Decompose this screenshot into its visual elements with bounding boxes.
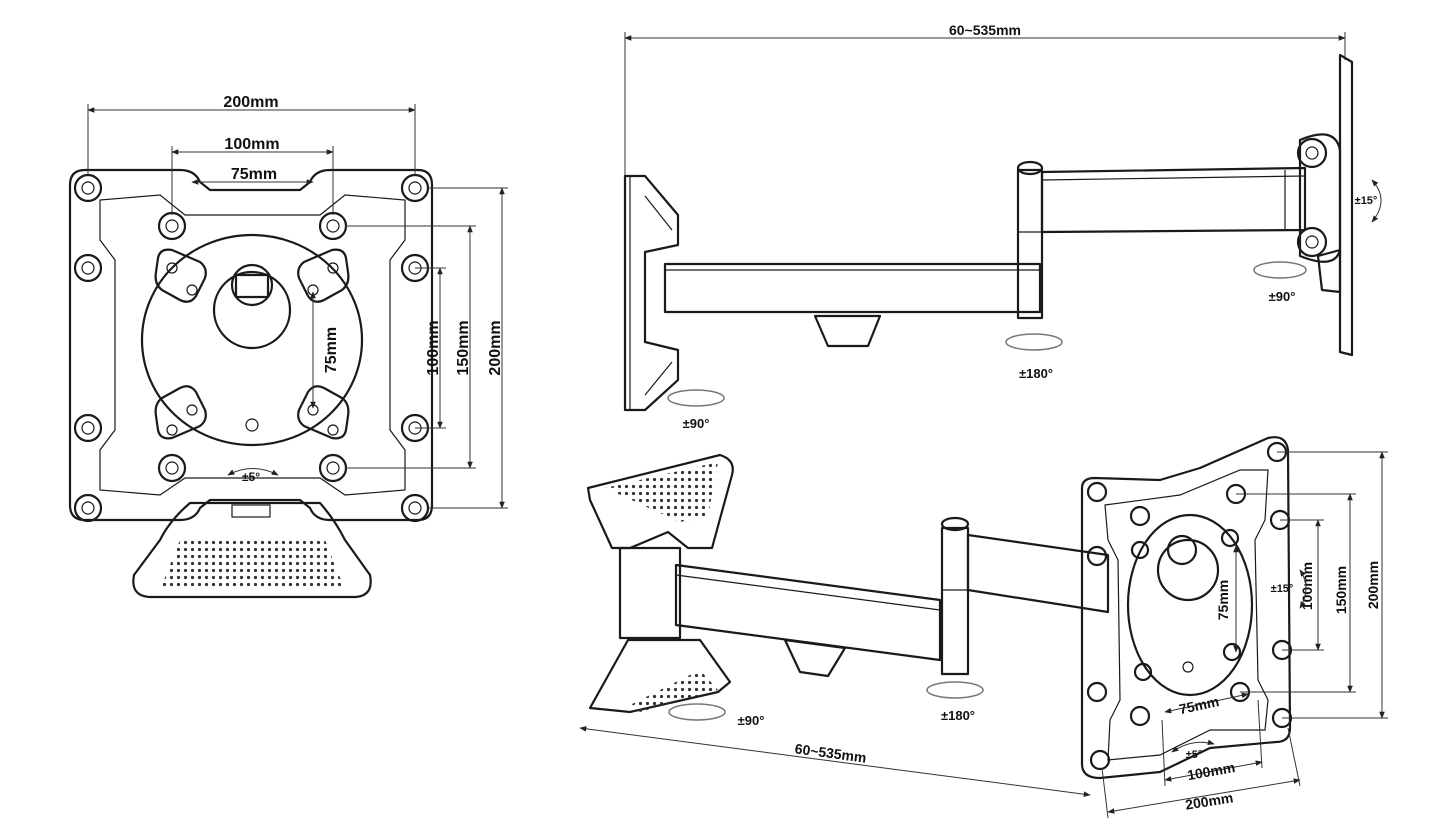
bracket-bottom: [588, 638, 732, 714]
dim-150mm-vertical: 150mm: [455, 320, 472, 375]
rot-wall-iso: ±90°: [738, 713, 765, 728]
reach-dim-iso: 60~535mm: [794, 740, 867, 765]
mount-lug: [154, 248, 207, 303]
elbow-joint: [1016, 168, 1044, 320]
dim-200mm-vertical: 200mm: [487, 320, 504, 375]
hub-ring: [140, 233, 364, 447]
base-clip: [231, 504, 271, 518]
dim-100mm: 100mm: [224, 136, 279, 153]
hub-boss: [230, 263, 274, 307]
rotation-ellipse: [1005, 333, 1063, 351]
lower-arm-side: [663, 262, 1042, 314]
head-knob-bottom: [1296, 226, 1328, 258]
hub-slot: [234, 273, 270, 299]
vesa-plate-iso: [1080, 436, 1292, 780]
reach-dim: 60~535mm: [949, 22, 1021, 38]
rot-head-side: ±90°: [1269, 289, 1296, 304]
swivel-5-iso: ±5°: [1186, 749, 1203, 761]
side-view: 60~535mm ±15° ±90° ±180° ±9: [623, 22, 1382, 431]
tilt-15-iso: ±15°: [1271, 583, 1294, 595]
rot-arm-iso: ±180°: [941, 708, 975, 723]
plate-200mm: 200mm: [1365, 561, 1381, 609]
bottom-200mm: 200mm: [1184, 789, 1234, 812]
cable-clip: [813, 314, 882, 348]
iso-view: ±90° ±180° 60~535mm 75mm 100mm 15: [579, 436, 1388, 819]
rotation-ellipse: [667, 389, 725, 407]
plate-150mm: 150mm: [1333, 566, 1349, 614]
plate-100mm: 100mm: [1299, 562, 1315, 610]
wall-base: [132, 501, 372, 599]
elbow-iso: [940, 526, 970, 676]
hub-iso: [1156, 538, 1220, 602]
dim-75mm-vertical: 75mm: [323, 327, 340, 373]
bracket-grille-top: [605, 462, 718, 522]
lower-arm-iso: [674, 563, 942, 662]
plate-75mm: 75mm: [1215, 580, 1231, 620]
head-knob-top: [1296, 137, 1328, 169]
plate-inner-contour: [99, 194, 406, 496]
dim-200mm: 200mm: [223, 94, 278, 111]
mount-lug: [297, 385, 350, 440]
bracket-column: [618, 546, 682, 640]
rot-arm-side: ±180°: [1019, 366, 1053, 381]
hub-ring-iso: [1126, 513, 1254, 697]
mount-lug: [154, 385, 207, 440]
front-view: 200mm 100mm 75mm 75mm 100mm 150mm 200mm …: [68, 94, 508, 599]
rotation-ellipse: [926, 681, 984, 699]
dim-100mm-vertical: 100mm: [425, 320, 442, 375]
center-hub: [212, 270, 292, 350]
upper-arm-iso: [966, 533, 1110, 614]
bracket-grille-bottom: [630, 670, 718, 712]
bottom-75mm: 75mm: [1178, 693, 1221, 717]
dim-75mm: 75mm: [231, 166, 277, 183]
tilt-label: ±5°: [242, 470, 260, 484]
elbow-cap: [1016, 160, 1044, 176]
rot-wall-side: ±90°: [683, 416, 710, 431]
mount-lug: [297, 248, 350, 303]
base-grille: [160, 540, 345, 590]
wall-plate-side: [623, 174, 680, 412]
cable-clip-iso: [783, 638, 847, 678]
screw-hole: [245, 418, 259, 432]
plate-support: [1316, 248, 1342, 294]
tilt-15-side: ±15°: [1355, 195, 1378, 207]
rotation-ellipse: [668, 703, 726, 721]
bottom-100mm: 100mm: [1186, 759, 1236, 783]
rotation-ellipse: [1253, 261, 1307, 279]
monitor-plate-side: [1338, 53, 1354, 357]
